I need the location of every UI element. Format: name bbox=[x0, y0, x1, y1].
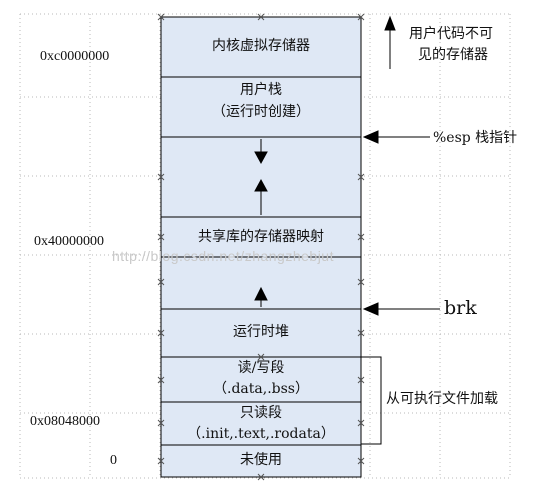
rw-segment-note: （.data,.bss） bbox=[213, 381, 309, 397]
esp-pointer-arrow bbox=[362, 130, 430, 144]
user-stack-note: （运行时创建） bbox=[212, 104, 310, 120]
watermark: http://blog.csdn.net/zhangzhebjut bbox=[112, 248, 334, 264]
invisible-memory-note-line2: 见的存储器 bbox=[418, 47, 488, 63]
address-text-base: 0x08048000 bbox=[30, 414, 100, 429]
invisible-memory-note-line1: 用户代码不可 bbox=[409, 26, 493, 42]
ro-segment-label: 只读段 bbox=[240, 405, 282, 421]
address-shared-base: 0x40000000 bbox=[34, 234, 104, 249]
segment-dividers bbox=[161, 76, 361, 446]
address-zero: 0 bbox=[110, 453, 117, 468]
rw-segment-label: 读/写段 bbox=[237, 360, 285, 376]
shared-libs-label: 共享库的存储器映射 bbox=[198, 229, 324, 245]
kernel-invisible-arrow-up bbox=[384, 15, 396, 69]
address-kernel-base: 0xc0000000 bbox=[40, 49, 110, 64]
heap-growth-arrow-up bbox=[254, 286, 268, 307]
heap-label: 运行时堆 bbox=[233, 324, 289, 340]
user-stack-label: 用户栈 bbox=[240, 82, 282, 98]
loaded-segments-bracket bbox=[361, 356, 382, 445]
unused-segment-label: 未使用 bbox=[240, 452, 282, 468]
brk-label: brk bbox=[444, 297, 477, 319]
loaded-from-file-label: 从可执行文件加载 bbox=[386, 391, 498, 407]
kernel-segment-label: 内核虚拟存储器 bbox=[212, 38, 310, 54]
ro-segment-note: （.init,.text,.rodata） bbox=[187, 426, 335, 442]
esp-label: %esp 栈指针 bbox=[433, 130, 518, 146]
brk-pointer-arrow bbox=[362, 302, 440, 316]
connection-marks bbox=[157, 13, 365, 481]
stack-growth-arrow-down bbox=[254, 139, 268, 165]
mmap-growth-arrow-up bbox=[254, 178, 268, 215]
